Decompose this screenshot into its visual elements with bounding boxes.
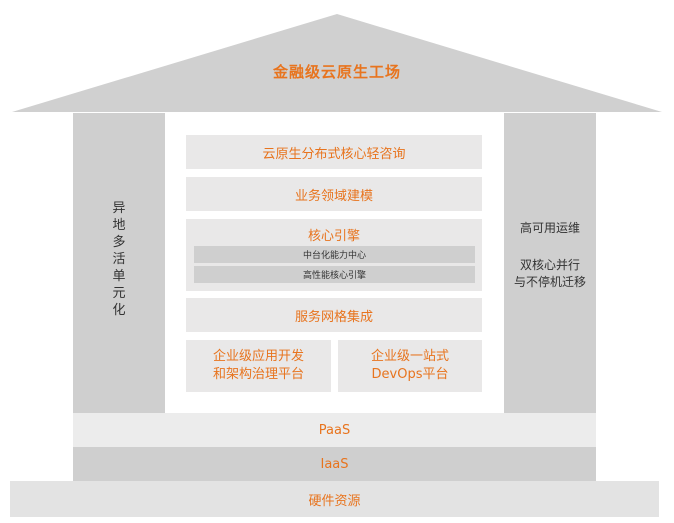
left-pillar (73, 113, 165, 413)
left-pillar-char: 化 (112, 303, 126, 318)
left-pillar-label: 异 地 多 活 单 元 化 (73, 200, 165, 319)
left-pillar-char: 单 (112, 269, 126, 284)
paas-layer: PaaS (73, 413, 596, 447)
devops-line1: 企业级一站式 (370, 349, 449, 364)
consulting-block: 云原生分布式核心轻咨询 (186, 135, 482, 169)
right-pillar-migration: 与不停机迁移 (513, 275, 586, 289)
left-pillar-char: 多 (112, 235, 126, 250)
left-pillar-char: 地 (112, 218, 126, 233)
high-perf-engine-bar: 高性能核心引擎 (194, 266, 475, 283)
left-pillar-char: 元 (112, 286, 126, 301)
right-pillar-dual-core: 双核心并行 (519, 258, 580, 272)
right-pillar-ops: 高可用运维 (519, 221, 580, 235)
core-engine-title: 核心引擎 (307, 229, 360, 244)
iaas-layer: IaaS (73, 447, 596, 481)
service-mesh-block: 服务网格集成 (186, 298, 482, 332)
roof-shape (12, 14, 662, 112)
devops-line2: DevOps平台 (371, 367, 449, 382)
left-pillar-char: 活 (112, 252, 126, 267)
app-platform-block: 企业级应用开发 和架构治理平台 (186, 340, 331, 392)
domain-modeling-block: 业务领域建模 (186, 177, 482, 211)
capability-center-bar: 中台化能力中心 (194, 246, 475, 263)
app-platform-line1: 企业级应用开发 (212, 349, 304, 364)
roof-title: 金融级云原生工场 (272, 63, 401, 81)
hardware-layer: 硬件资源 (10, 481, 659, 517)
right-pillar (504, 113, 596, 413)
left-pillar-char: 异 (112, 201, 126, 216)
app-platform-line2: 和架构治理平台 (212, 367, 304, 382)
devops-platform-block: 企业级一站式 DevOps平台 (338, 340, 482, 392)
